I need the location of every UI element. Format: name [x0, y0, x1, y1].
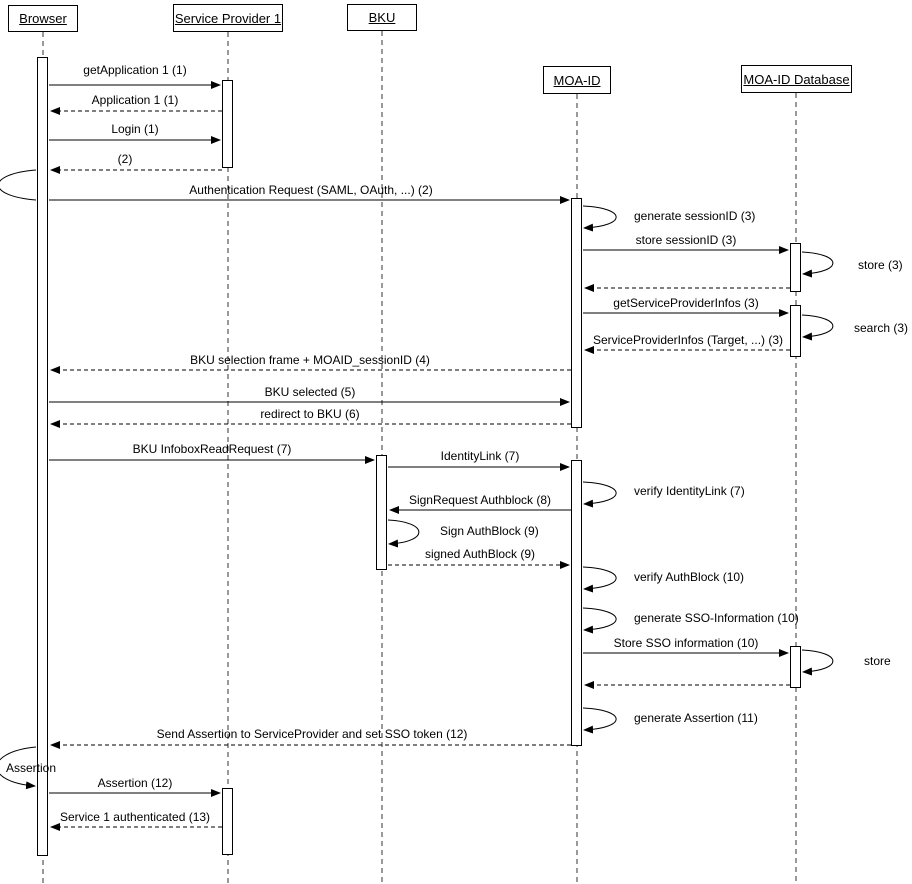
actor-browser: Browser	[8, 5, 78, 32]
label-sign-authblock: Sign AuthBlock (9)	[440, 524, 539, 538]
loop-store-3	[801, 251, 834, 278]
label-bku-selected: BKU selected (5)	[264, 385, 356, 399]
loop-store-sso	[801, 649, 834, 676]
actor-bku: BKU	[347, 4, 417, 31]
label-service-1-authenticated: Service 1 authenticated (13)	[59, 810, 211, 824]
label-store-sso-information: Store SSO information (10)	[613, 636, 759, 650]
actor-moa-id: MOA-ID	[543, 66, 611, 94]
solid-arrows	[49, 81, 789, 797]
actor-moa-id-label: MOA-ID	[553, 72, 601, 88]
label-assertion-12: Assertion (12)	[97, 776, 173, 790]
label-bku-selection-frame: BKU selection frame + MOAID_sessionID (4…	[190, 353, 430, 367]
loop-sign-authblock	[387, 519, 420, 548]
loop-verify-identitylink	[582, 481, 617, 508]
label-login: Login (1)	[111, 122, 159, 136]
label-service-provider-infos: ServiceProviderInfos (Target, ...) (3)	[592, 333, 784, 347]
actor-bku-label: BKU	[368, 10, 396, 25]
self-loops	[0, 169, 834, 790]
activation-sp1-second	[222, 788, 233, 855]
label-identitylink: IdentityLink (7)	[440, 449, 520, 463]
label-redirect-to-bku: redirect to BKU (6)	[260, 407, 360, 421]
lifelines	[42, 31, 797, 884]
label-bku-infobox-read-request: BKU InfoboxReadRequest (7)	[132, 442, 292, 456]
loop-generate-sso-information	[582, 607, 617, 634]
activation-bku	[376, 455, 387, 570]
label-generate-sso-information: generate SSO-Information (10)	[634, 611, 799, 625]
loop-generate-sessionid	[582, 205, 617, 232]
loop-verify-authblock	[582, 566, 617, 593]
actor-browser-label: Browser	[19, 11, 67, 26]
activation-db-search	[790, 305, 801, 357]
label-store-sessionid: store sessionID (3)	[635, 233, 737, 247]
label-signed-authblock: signed AuthBlock (9)	[424, 547, 536, 561]
label-store-3: store (3)	[858, 258, 903, 272]
loop-generate-assertion	[582, 707, 617, 734]
activation-moaid-first	[571, 198, 582, 428]
loop-search-3	[801, 314, 834, 341]
activation-sp1-first	[222, 80, 233, 168]
label-verify-authblock: verify AuthBlock (10)	[634, 570, 745, 584]
label-store: store	[864, 654, 891, 668]
loop-browser-assertion	[0, 746, 37, 790]
label-verify-identitylink: verify IdentityLink (7)	[634, 484, 745, 498]
activation-db-store-sso	[790, 646, 801, 688]
label-search-3: search (3)	[854, 321, 909, 335]
label-authentication-request: Authentication Request (SAML, OAuth, ...…	[189, 183, 433, 197]
label-return-2: (2)	[117, 152, 133, 166]
label-signrequest-authblock: SignRequest Authblock (8)	[408, 493, 552, 507]
actor-moa-id-database: MOA-ID Database	[741, 65, 852, 93]
label-application-1: Application 1 (1)	[91, 93, 179, 107]
actor-moa-id-database-label: MOA-ID Database	[743, 71, 850, 87]
label-generate-assertion: generate Assertion (11)	[634, 711, 758, 725]
actor-service-provider-1-label: Service Provider 1	[174, 10, 282, 26]
activation-db-store-session	[790, 243, 801, 292]
activation-moaid-second	[571, 460, 582, 746]
actor-service-provider-1: Service Provider 1	[173, 4, 283, 32]
label-get-service-provider-infos: getServiceProviderInfos (3)	[613, 296, 759, 310]
loop-browser-redirect	[0, 169, 37, 201]
label-generate-sessionid: generate sessionID (3)	[634, 209, 756, 223]
activation-browser	[37, 57, 48, 856]
label-assertion-loop: Assertion	[6, 761, 57, 775]
dashed-arrows	[50, 107, 790, 831]
label-send-assertion: Send Assertion to ServiceProvider and se…	[156, 727, 468, 741]
label-get-application: getApplication 1 (1)	[83, 63, 187, 77]
